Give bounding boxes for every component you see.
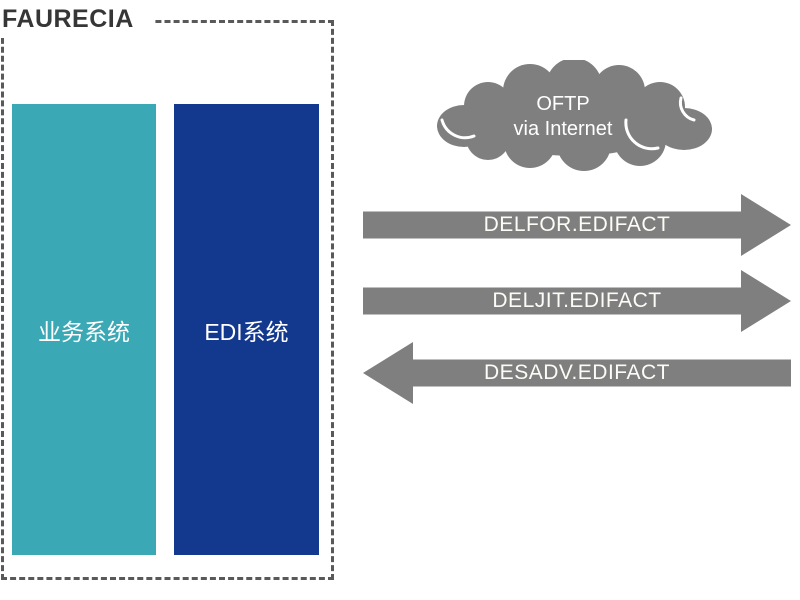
arrow-deljit-label: DELJIT.EDIFACT [492,289,662,312]
faurecia-boundary-box [1,20,334,580]
right-arrow-icon [363,270,791,332]
arrow-delfor-label: DELFOR.EDIFACT [483,213,671,236]
business-system-label: 业务系统 [38,318,130,345]
business-system-box: 业务系统 [12,104,156,555]
left-arrow-icon [363,342,791,404]
edi-system-label: EDI系统 [204,318,289,345]
cloud-icon [437,60,712,171]
arrow-delfor: DELFOR.EDIFACT [363,194,791,256]
right-arrow-icon [363,194,791,256]
edi-system-box: EDI系统 [174,104,319,555]
company-logo: FAURECIA [0,3,154,38]
arrow-deljit: DELJIT.EDIFACT [363,270,791,332]
arrow-desadv-label: DESADV.EDIFACT [484,361,670,384]
arrow-desadv: DESADV.EDIFACT [363,342,791,404]
oftp-cloud: OFTP via Internet [434,60,714,172]
